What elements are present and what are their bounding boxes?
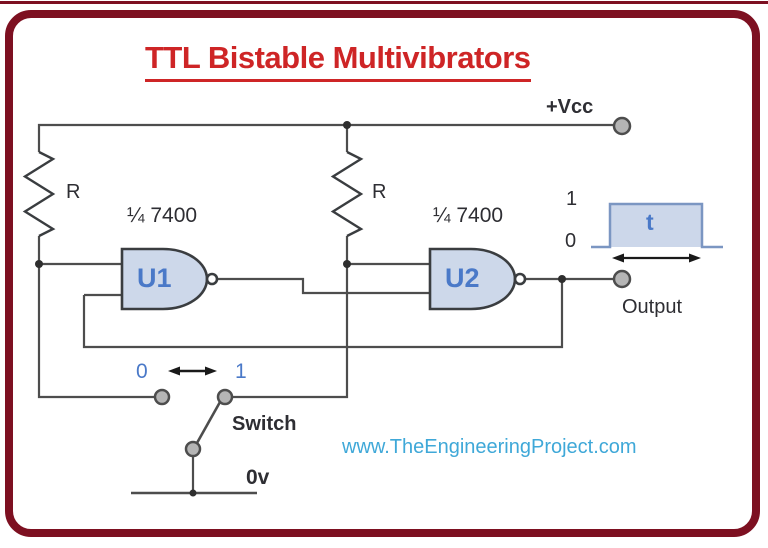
switch-pos1-label: 1 [235,360,247,383]
resistor-r1-label: R [66,181,81,203]
u2-inverter-bubble [513,272,527,286]
pulse-outline [591,202,723,249]
resistor-r1 [22,150,56,238]
arrow-head-right-icon [689,253,701,263]
right-vertical-bottom-wire [233,236,349,399]
ground-label: 0v [246,466,270,489]
junction-dot [35,260,43,268]
pulse-width-label: t [646,209,654,235]
output-terminal [612,269,632,289]
junction-dots [35,121,566,497]
vcc-rail-wire [37,123,613,152]
vcc-label: +Vcc [546,96,594,118]
top-edge-strip [0,1,768,4]
ground-dot [189,489,197,497]
feedback-wire [82,279,564,349]
pulse-fill [610,204,702,247]
switch-pivot-terminal [184,440,202,458]
pulse-waveform [591,202,723,263]
output-label: Output [622,296,683,318]
frame-border [5,10,760,537]
resistor-r2 [330,150,364,238]
vcc-terminal [612,116,632,136]
waveform-low-label: 0 [565,230,577,252]
junction-dot [343,260,351,268]
u1-to-u2-wire [217,277,430,295]
switch-toggle-arrow [168,366,217,376]
arrow-head-left-icon [612,253,624,263]
arrow-head-right-icon [205,366,217,376]
switch-pos1-terminal[interactable] [216,388,234,406]
switch-label: Switch [232,413,297,435]
waveform-high-label: 1 [566,188,578,210]
resistor-r2-label: R [372,181,387,203]
switch-arm [195,401,222,444]
switch-pos0-label: 0 [136,360,148,383]
u2-chip-label: ¼ 7400 [433,204,504,227]
left-vertical-wire [37,236,154,399]
arrow-head-left-icon [168,366,180,376]
junction-dot [343,121,351,129]
junction-dot [558,275,566,283]
u2-gate-label: U2 [445,263,480,293]
switch-pos0-terminal[interactable] [153,388,171,406]
u1-gate-label: U1 [137,263,172,293]
u1-chip-label: ¼ 7400 [127,204,198,227]
watermark-link[interactable]: www.TheEngineeringProject.com [342,436,637,458]
u1-inverter-bubble [205,272,219,286]
page-title: TTL Bistable Multivibrators [145,40,531,82]
